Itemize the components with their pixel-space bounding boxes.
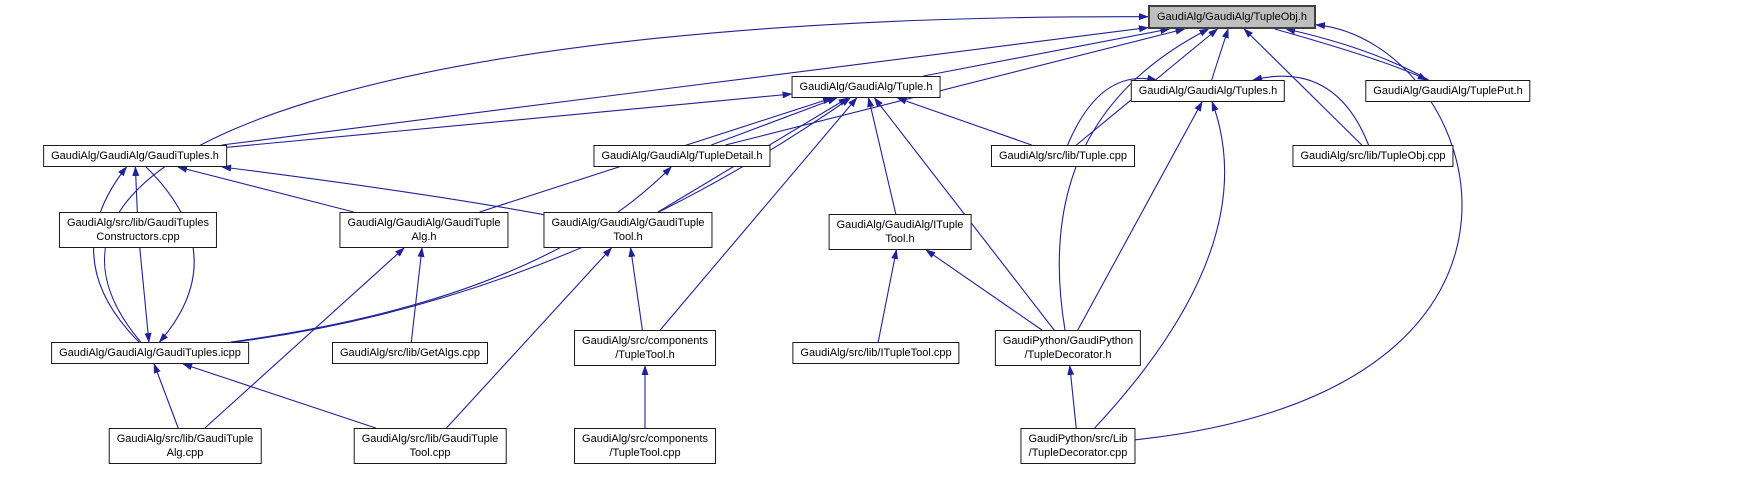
graph-edge-gaudituplealg_cpp-to-gaudituples_icpp: [153, 363, 179, 429]
graph-node-tupleobj_cpp[interactable]: GaudiAlg/src/lib/TupleObj.cpp: [1292, 145, 1454, 167]
graph-node-label: GaudiAlg/GaudiAlg/TupleDetail.h: [601, 150, 763, 162]
graph-node-label: GaudiAlg/GaudiAlg/GaudiTuple: [551, 217, 705, 229]
graph-node-label: GaudiAlg/src/lib/TupleObj.cpp: [1300, 150, 1446, 162]
graph-node-label: GaudiAlg/GaudiAlg/Tuple.h: [799, 81, 933, 93]
graph-edge-tupledecorator_h-to-itupletool_h: [925, 249, 1043, 331]
graph-edge-gauditupletool_cpp-to-gaudituples_icpp: [182, 363, 376, 429]
graph-node-label: /TupleDecorator.cpp: [1028, 447, 1128, 459]
graph-edge-gauditupletool_cpp-to-gauditupletool_h: [446, 247, 613, 429]
graph-edge-tupleobj_h-to-tupleput_h: [1274, 28, 1428, 81]
graph-node-label: Alg.h: [411, 231, 437, 243]
graph-node-label: GaudiAlg/src/lib/GetAlgs.cpp: [339, 347, 481, 359]
graph-node-label: GaudiAlg/src/lib/GaudiTuple: [361, 433, 499, 445]
graph-edge-gaudituplealg_h-to-gaudituples_h: [177, 165, 354, 213]
graph-node-label: GaudiAlg/GaudiAlg/GaudiTuples.icpp: [59, 347, 241, 359]
graph-edge-gauditupletool_h-to-gaudituples_h: [221, 164, 544, 216]
graph-edge-tuple_cpp-to-tuple_h: [896, 97, 1032, 146]
graph-node-tuple_h[interactable]: GaudiAlg/GaudiAlg/Tuple.h: [791, 76, 941, 98]
graph-node-label: GaudiPython/GaudiPython: [1002, 335, 1134, 347]
graph-edge-gaudituples_h-to-tupleobj_h: [221, 25, 1149, 146]
graph-edge-constructors_cpp-to-gaudituples_h: [132, 166, 140, 213]
graph-edge-tupleobj_cpp-to-tuples_h: [1252, 74, 1370, 146]
graph-node-label: Alg.cpp: [166, 447, 204, 459]
graph-node-comp_tupletool_h[interactable]: GaudiAlg/src/components/TupleTool.h: [574, 330, 716, 366]
graph-edge-gaudituplealg_cpp-to-gaudituplealg_h: [204, 247, 405, 429]
graph-edge-tupledecorator_cpp-to-tupledecorator_h: [1067, 365, 1077, 429]
graph-node-getalgs_cpp[interactable]: GaudiAlg/src/lib/GetAlgs.cpp: [331, 342, 489, 364]
graph-node-label: GaudiAlg/GaudiAlg/Tuples.h: [1138, 85, 1278, 97]
graph-edge-itupletool_h-to-tuple_h: [867, 97, 897, 215]
graph-edge-tupledecorator_h-to-tuples_h: [1077, 101, 1203, 331]
graph-node-tuple_cpp[interactable]: GaudiAlg/src/lib/Tuple.cpp: [991, 145, 1135, 167]
graph-node-label: GaudiAlg/src/lib/GaudiTuples: [66, 217, 210, 229]
graph-node-tupleput_h[interactable]: GaudiAlg/GaudiAlg/TuplePut.h: [1365, 80, 1531, 102]
graph-node-label: GaudiAlg/src/components: [582, 335, 708, 347]
graph-node-label: GaudiAlg/src/lib/GaudiTuple: [116, 433, 254, 445]
graph-node-label: GaudiAlg/src/lib/Tuple.cpp: [999, 150, 1127, 162]
graph-node-label: GaudiAlg/src/lib/ITupleTool.cpp: [800, 347, 952, 359]
graph-edge-tupledecorator_cpp-to-tuples_h: [1094, 101, 1226, 429]
graph-edge-tupleput_h-to-tupleobj_h: [1285, 27, 1429, 81]
graph-edge-tuple_h-to-tupleobj_h: [923, 27, 1171, 77]
graph-node-label: Constructors.cpp: [96, 231, 180, 243]
graph-node-gaudituples_icpp[interactable]: GaudiAlg/GaudiAlg/GaudiTuples.icpp: [51, 342, 249, 364]
graph-edge-comp_tupletool_h-to-gauditupletool_h: [628, 247, 643, 331]
graph-node-comp_tupletool_cpp[interactable]: GaudiAlg/src/components/TupleTool.cpp: [574, 428, 716, 464]
graph-node-label: GaudiAlg/src/components: [582, 433, 708, 445]
graph-edge-gaudituples_icpp-to-gaudituples_h: [93, 166, 140, 343]
graph-edge-gaudituples_h-to-gaudituples_icpp: [145, 166, 195, 343]
graph-node-tupledecorator_h[interactable]: GaudiPython/GaudiPython/TupleDecorator.h: [994, 330, 1142, 366]
graph-node-label: GaudiAlg/GaudiAlg/TupleObj.h: [1156, 11, 1308, 23]
graph-edge-tupledecorator_h-to-tupleobj_h: [1058, 28, 1210, 331]
graph-node-label: Tool.cpp: [409, 447, 451, 459]
graph-node-label: /TupleTool.cpp: [609, 447, 681, 459]
graph-node-label: GaudiPython/src/Lib: [1028, 433, 1128, 445]
graph-edge-getalgs_cpp-to-gaudituplealg_h: [410, 247, 425, 343]
graph-edge-constructors_cpp-to-gaudituples_icpp: [139, 247, 152, 343]
graph-node-label: GaudiAlg/GaudiAlg/ITuple: [836, 219, 964, 231]
graph-edge-gaudituples_icpp-to-tupleobj_h: [104, 13, 1149, 343]
graph-edge-itupletool_cpp-to-itupletool_h: [877, 249, 899, 343]
graph-node-label: Tool.h: [885, 233, 915, 245]
graph-edge-tuple_cpp-to-tuples_h: [1067, 74, 1158, 146]
graph-node-label: GaudiAlg/GaudiAlg/TuplePut.h: [1373, 85, 1523, 97]
graph-edge-comp_tupletool_h-to-tuple_h: [659, 97, 858, 331]
graph-edge-gaudituples_h-to-tuple_h: [226, 91, 793, 148]
graph-node-tupledetail_h[interactable]: GaudiAlg/GaudiAlg/TupleDetail.h: [593, 145, 771, 167]
graph-edge-gaudituples_icpp-to-tupledetail_h: [230, 166, 672, 343]
graph-node-gaudituples_h[interactable]: GaudiAlg/GaudiAlg/GaudiTuples.h: [43, 145, 227, 167]
graph-node-label: /TupleDecorator.h: [1024, 349, 1112, 361]
graph-edge-tuples_h-to-tupleobj_h: [1211, 28, 1229, 81]
graph-node-tupleobj_h: GaudiAlg/GaudiAlg/TupleObj.h: [1147, 5, 1317, 29]
graph-node-label: /TupleTool.h: [615, 349, 675, 361]
graph-edge-tupledecorator_cpp-to-tupleobj_h: [1135, 22, 1463, 441]
graph-node-label: GaudiAlg/GaudiAlg/GaudiTuple: [347, 217, 501, 229]
graph-node-tuples_h[interactable]: GaudiAlg/GaudiAlg/Tuples.h: [1130, 80, 1286, 102]
graph-node-label: Tool.h: [613, 231, 643, 243]
graph-node-label: GaudiAlg/GaudiAlg/GaudiTuples.h: [51, 150, 219, 162]
graph-node-itupletool_cpp[interactable]: GaudiAlg/src/lib/ITupleTool.cpp: [792, 342, 960, 364]
graph-edge-tupleobj_cpp-to-tupleobj_h: [1243, 28, 1363, 146]
graph-edge-tupledetail_h-to-tuple_h: [711, 97, 838, 146]
graph-node-tupledecorator_cpp[interactable]: GaudiPython/src/Lib/TupleDecorator.cpp: [1020, 428, 1136, 464]
